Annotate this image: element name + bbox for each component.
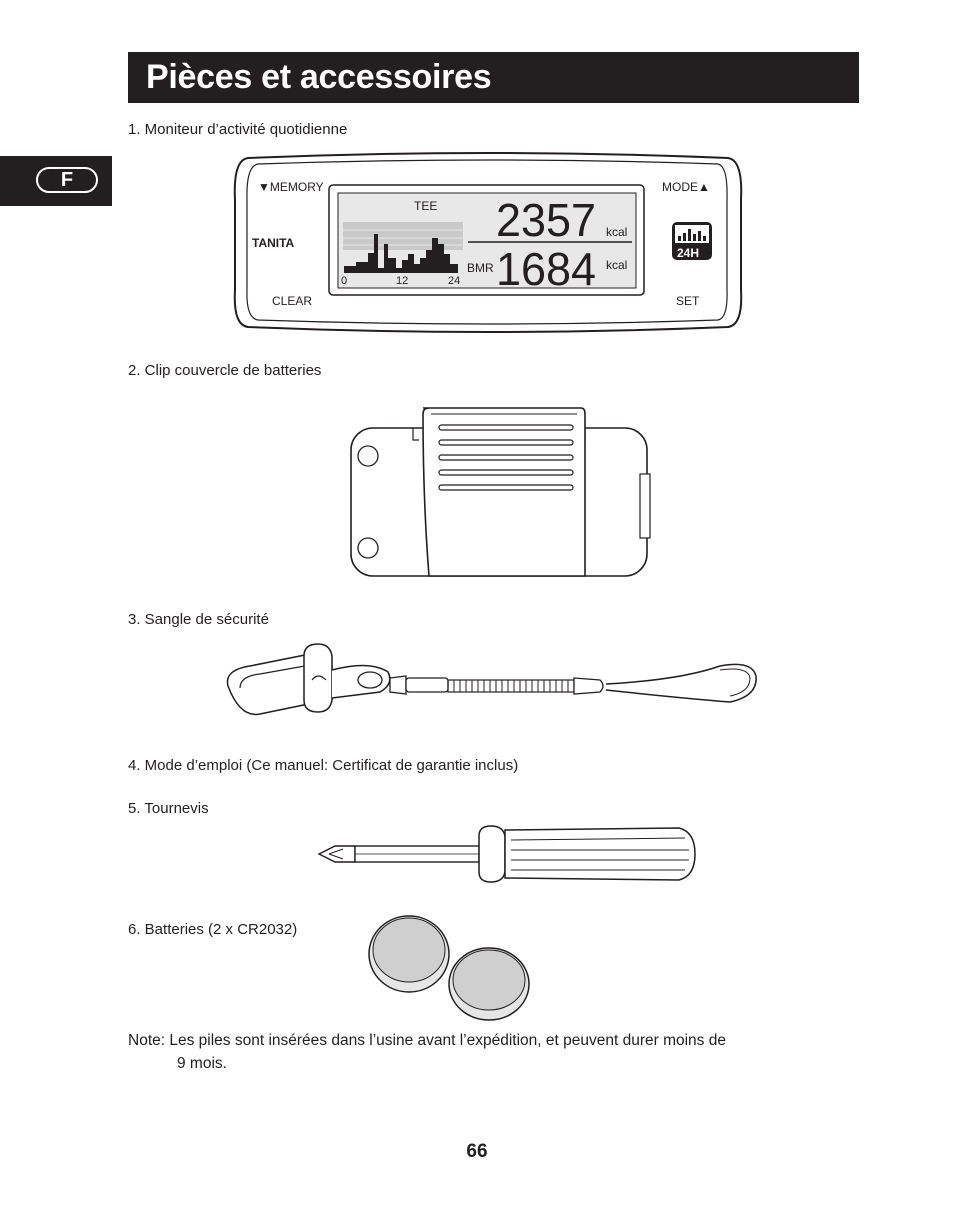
axis-tick-24: 24 <box>448 275 460 287</box>
page-title: Pièces et accessoires <box>146 58 492 96</box>
24h-badge-label: 24H <box>677 246 699 260</box>
kcal-unit-top: kcal <box>606 225 627 239</box>
brand-logo: TANITA <box>252 236 295 250</box>
safety-strap-illustration <box>226 643 757 716</box>
language-tab: F <box>0 156 112 206</box>
note-line-2: 9 mois. <box>177 1055 227 1072</box>
24h-icon: 24H <box>672 222 712 260</box>
battery-coin-1 <box>368 915 450 993</box>
bmr-label: BMR <box>467 261 494 275</box>
memory-button-label: ▼MEMORY <box>258 180 324 194</box>
batteries-illustration <box>368 915 530 1021</box>
bmr-value: 1684 <box>496 243 596 295</box>
page-title-bar: Pièces et accessoires <box>128 52 859 103</box>
note-line-1: Note: Les piles sont insérées dans l’usi… <box>128 1032 726 1049</box>
battery-coin-2 <box>448 947 530 1021</box>
item-safety-strap-label: 3. Sangle de sécurité <box>128 611 269 628</box>
page-number: 66 <box>466 1141 488 1162</box>
tee-value: 2357 <box>496 194 596 246</box>
set-button-label: SET <box>676 294 700 308</box>
item-battery-clip-label: 2. Clip couvercle de batteries <box>128 362 322 379</box>
clear-button-label: CLEAR <box>272 294 312 308</box>
item-manual-label: 4. Mode d’emploi (Ce manuel: Certificat … <box>128 757 519 774</box>
item-screwdriver-label: 5. Tournevis <box>128 800 209 817</box>
kcal-unit-bottom: kcal <box>606 258 627 272</box>
axis-tick-12: 12 <box>396 275 408 287</box>
mode-button-label: MODE▲ <box>662 180 710 194</box>
item-batteries-label: 6. Batteries (2 x CR2032) <box>128 921 298 938</box>
battery-clip-illustration <box>350 407 651 577</box>
activity-monitor-illustration: TEE BMR 2357 1684 kcal kcal 0 12 24 ▼MEM… <box>233 152 743 333</box>
battery-note: Note: Les piles sont insérées dans l’usi… <box>128 1029 848 1075</box>
tee-label: TEE <box>414 199 437 213</box>
language-label: F <box>36 167 98 193</box>
axis-tick-0: 0 <box>341 275 347 287</box>
item-monitor-label: 1. Moniteur d’activité quotidienne <box>128 121 348 138</box>
screwdriver-illustration <box>317 825 696 883</box>
